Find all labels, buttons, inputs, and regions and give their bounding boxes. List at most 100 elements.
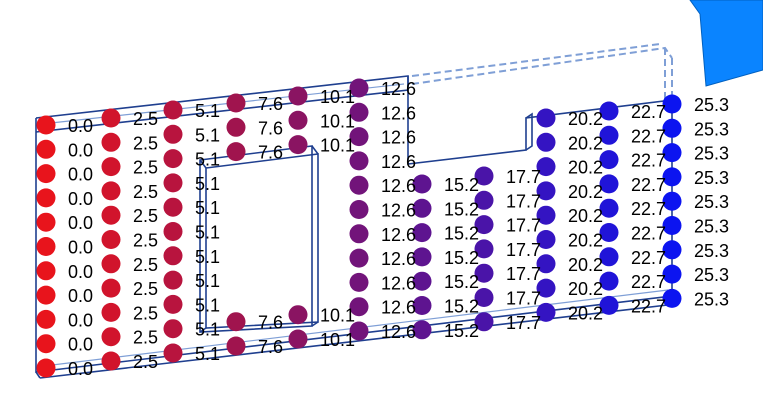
node-label: 7.6 xyxy=(258,118,283,138)
node-label: 0.0 xyxy=(68,140,93,160)
node-dot xyxy=(163,343,183,363)
node-dot xyxy=(288,135,308,155)
node-dot xyxy=(101,302,121,322)
node-label: 2.5 xyxy=(133,279,158,299)
node-label: 0.0 xyxy=(68,262,93,282)
node-dot xyxy=(163,100,183,120)
node-dot xyxy=(163,270,183,290)
node-markers xyxy=(36,78,682,378)
node-dot xyxy=(412,247,432,267)
node-dot xyxy=(36,164,56,184)
node-label: 0.0 xyxy=(68,189,93,209)
node-dot xyxy=(412,223,432,243)
node-dot xyxy=(662,118,682,138)
node-label: 17.7 xyxy=(506,264,541,284)
node-dot xyxy=(36,237,56,256)
node-label: 20.2 xyxy=(568,133,603,153)
node-label: 0.0 xyxy=(68,335,93,355)
node-dot xyxy=(599,150,619,170)
node-label: 0.0 xyxy=(68,238,93,258)
node-label: 17.7 xyxy=(506,240,541,260)
node-dot xyxy=(349,297,369,317)
node-label: 10.1 xyxy=(320,330,355,350)
node-dot xyxy=(662,167,682,187)
node-label: 22.7 xyxy=(631,296,666,316)
node-label: 22.7 xyxy=(631,102,666,122)
node-dot xyxy=(474,288,494,307)
node-dot xyxy=(349,175,369,195)
node-dot xyxy=(288,329,308,349)
node-dot xyxy=(662,191,682,211)
hidden-edges xyxy=(411,43,673,100)
node-dot xyxy=(536,181,556,201)
node-label: 15.2 xyxy=(444,224,479,244)
node-dot xyxy=(536,254,556,274)
node-label: 15.2 xyxy=(444,175,479,195)
node-dot xyxy=(662,143,682,163)
node-dot xyxy=(163,222,183,241)
node-label: 22.7 xyxy=(631,224,666,244)
node-label: 10.1 xyxy=(320,87,355,107)
node-label: 0.0 xyxy=(68,116,93,136)
node-dot xyxy=(599,223,619,242)
node-dot xyxy=(349,272,369,292)
node-labels: 0.00.00.00.00.00.00.00.00.00.00.02.52.52… xyxy=(68,79,729,379)
node-label: 0.0 xyxy=(68,359,93,379)
node-label: 0.0 xyxy=(68,165,93,185)
node-label: 12.6 xyxy=(381,298,416,318)
node-label: 2.5 xyxy=(133,109,158,129)
node-label: 22.7 xyxy=(631,175,666,195)
node-label: 10.1 xyxy=(320,136,355,156)
node-dot xyxy=(412,320,432,340)
node-dot xyxy=(101,205,121,225)
node-dot xyxy=(599,295,619,315)
node-label: 22.7 xyxy=(631,248,666,268)
node-dot xyxy=(474,190,494,210)
node-label: 5.1 xyxy=(195,125,220,145)
node-label: 7.6 xyxy=(258,94,283,114)
node-dot xyxy=(349,200,369,219)
node-label: 20.2 xyxy=(568,158,603,178)
node-dot xyxy=(536,132,556,152)
node-dot xyxy=(662,264,682,284)
node-dot xyxy=(474,166,494,186)
node-dot xyxy=(101,351,121,371)
node-label: 12.6 xyxy=(381,152,416,172)
node-label: 22.7 xyxy=(631,151,666,171)
node-dot xyxy=(662,288,682,308)
node-label: 5.1 xyxy=(195,101,220,121)
node-label: 17.7 xyxy=(506,167,541,187)
node-label: 7.6 xyxy=(258,313,283,333)
node-label: 20.2 xyxy=(568,206,603,226)
node-dot xyxy=(36,334,56,354)
node-label: 25.3 xyxy=(694,192,729,212)
node-label: 17.7 xyxy=(506,191,541,211)
node-dot xyxy=(101,157,121,177)
node-dot xyxy=(349,127,369,147)
node-label: 2.5 xyxy=(133,182,158,202)
node-label: 22.7 xyxy=(631,272,666,292)
node-label: 15.2 xyxy=(444,248,479,268)
node-label: 12.6 xyxy=(381,128,416,148)
node-dot xyxy=(536,278,556,298)
node-label: 17.7 xyxy=(506,313,541,333)
node-label: 20.2 xyxy=(568,231,603,251)
node-dot xyxy=(101,108,121,128)
node-label: 12.6 xyxy=(381,225,416,245)
node-label: 17.7 xyxy=(506,216,541,236)
node-label: 10.1 xyxy=(320,306,355,326)
node-dot xyxy=(536,157,556,177)
node-dot xyxy=(412,271,432,291)
node-label: 12.6 xyxy=(381,322,416,342)
node-dot xyxy=(349,102,369,122)
node-dot xyxy=(474,263,494,283)
node-dot xyxy=(101,278,121,298)
node-label: 5.1 xyxy=(195,271,220,291)
node-label: 12.6 xyxy=(381,176,416,196)
node-dot xyxy=(36,261,56,281)
node-dot xyxy=(226,142,246,162)
node-label: 25.3 xyxy=(694,217,729,237)
node-dot xyxy=(349,224,369,244)
node-label: 20.2 xyxy=(568,279,603,299)
